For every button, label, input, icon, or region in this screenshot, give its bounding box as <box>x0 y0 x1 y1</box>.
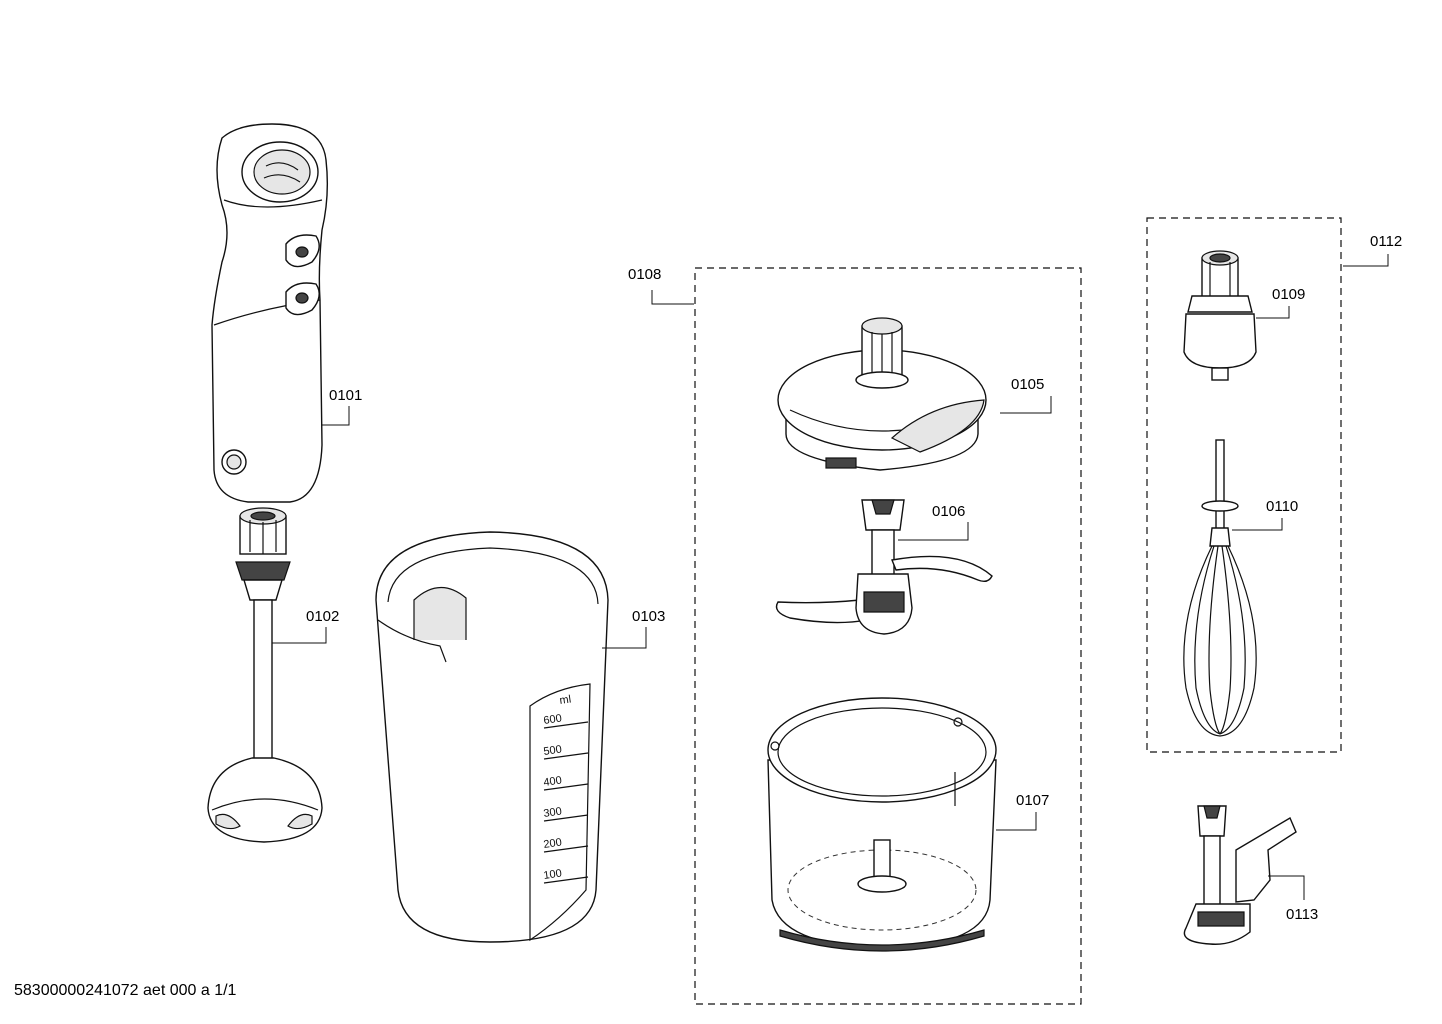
part-label-0105: 0105 <box>1011 376 1045 393</box>
chopper-lid-drawing <box>777 317 987 471</box>
beaker-scale-label: 500 <box>543 744 563 758</box>
part-label-0109: 0109 <box>1272 286 1306 303</box>
part-label-0101: 0101 <box>329 387 363 404</box>
part-label-0113: 0113 <box>1286 906 1319 923</box>
whisk-gearbox-drawing <box>1183 250 1257 381</box>
whisk-drawing <box>1183 439 1257 737</box>
beaker-scale-tick <box>543 721 589 729</box>
part-label-0107: 0107 <box>1016 792 1050 809</box>
beaker-scale-label: 100 <box>543 868 563 882</box>
kneading-attachment-drawing <box>1183 805 1297 945</box>
beaker-scale-label: 200 <box>543 837 563 851</box>
beaker-scale-tick <box>543 814 589 822</box>
beaker-scale: ml 600 500 400 300 200 100 <box>543 693 589 884</box>
blender-foot-drawing <box>207 507 323 843</box>
beaker-scale-tick <box>543 752 589 760</box>
part-label-0106: 0106 <box>932 503 966 520</box>
chopper-bowl-drawing <box>767 697 997 952</box>
part-label-0102: 0102 <box>306 608 340 625</box>
part-label-0110: 0110 <box>1266 498 1299 515</box>
beaker-scale-label: 400 <box>543 775 563 789</box>
group-0112-box <box>1146 217 1342 753</box>
part-label-0112: 0112 <box>1370 233 1403 250</box>
leader-lines <box>272 254 1389 900</box>
part-label-0103: 0103 <box>632 608 666 625</box>
measuring-beaker-drawing <box>375 531 609 943</box>
drawing-number: 58300000241072 aet 000 a 1/1 <box>14 982 237 999</box>
beaker-scale-label: 600 <box>543 713 563 727</box>
group-0108-box <box>694 267 1082 1005</box>
part-label-0108: 0108 <box>628 266 662 283</box>
beaker-scale-tick <box>543 845 589 853</box>
motor-handle-drawing <box>211 123 329 503</box>
chopper-blade-drawing <box>775 499 993 635</box>
beaker-scale-tick <box>543 783 589 791</box>
beaker-scale-tick <box>543 876 589 884</box>
beaker-scale-unit: ml <box>559 693 572 706</box>
beaker-scale-label: 300 <box>543 806 563 820</box>
